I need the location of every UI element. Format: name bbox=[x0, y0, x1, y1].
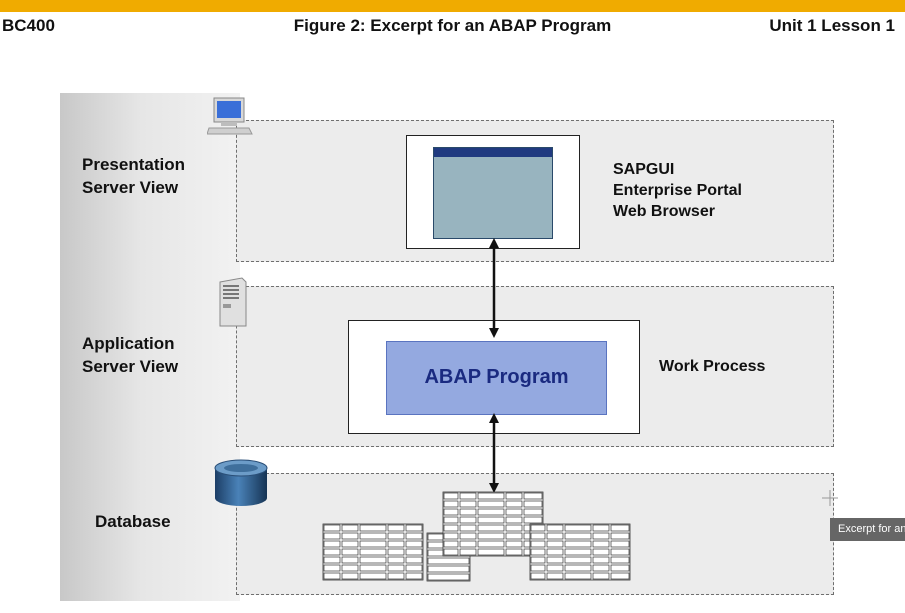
presentation-label: Presentation Server View bbox=[82, 153, 185, 199]
monitor-icon bbox=[207, 97, 253, 135]
abap-program-label: ABAP Program bbox=[424, 366, 569, 388]
presentation-clients: SAPGUI Enterprise Portal Web Browser bbox=[613, 159, 742, 222]
application-label-line2: Server View bbox=[82, 357, 179, 376]
figure-title: Figure 2: Excerpt for an ABAP Program bbox=[293, 16, 612, 35]
db-table-right bbox=[529, 523, 631, 581]
db-table-center bbox=[442, 491, 544, 557]
application-label-line1: Application bbox=[82, 334, 175, 353]
client-portal: Enterprise Portal bbox=[613, 182, 742, 199]
client-sapgui: SAPGUI bbox=[613, 161, 675, 178]
gui-window bbox=[433, 147, 553, 239]
tooltip: Excerpt for an bbox=[830, 518, 905, 541]
server-icon bbox=[219, 277, 247, 327]
left-shaded-band bbox=[60, 93, 240, 601]
work-process-label: Work Process bbox=[659, 358, 766, 375]
unit-lesson: Unit 1 Lesson 1 bbox=[769, 16, 895, 35]
database-label: Database bbox=[95, 512, 171, 531]
client-browser: Web Browser bbox=[613, 203, 715, 220]
course-code: BC400 bbox=[2, 16, 55, 35]
database-tables bbox=[322, 491, 631, 582]
application-label: Application Server View bbox=[82, 332, 178, 378]
db-table-left bbox=[322, 523, 424, 581]
accent-bar bbox=[0, 0, 905, 12]
gui-window-titlebar bbox=[434, 148, 552, 157]
database-cylinder-icon bbox=[214, 459, 268, 506]
crosshair-cursor-icon bbox=[822, 490, 838, 506]
presentation-label-line1: Presentation bbox=[82, 155, 185, 174]
presentation-label-line2: Server View bbox=[82, 178, 179, 197]
abap-program-box: ABAP Program bbox=[386, 341, 607, 415]
